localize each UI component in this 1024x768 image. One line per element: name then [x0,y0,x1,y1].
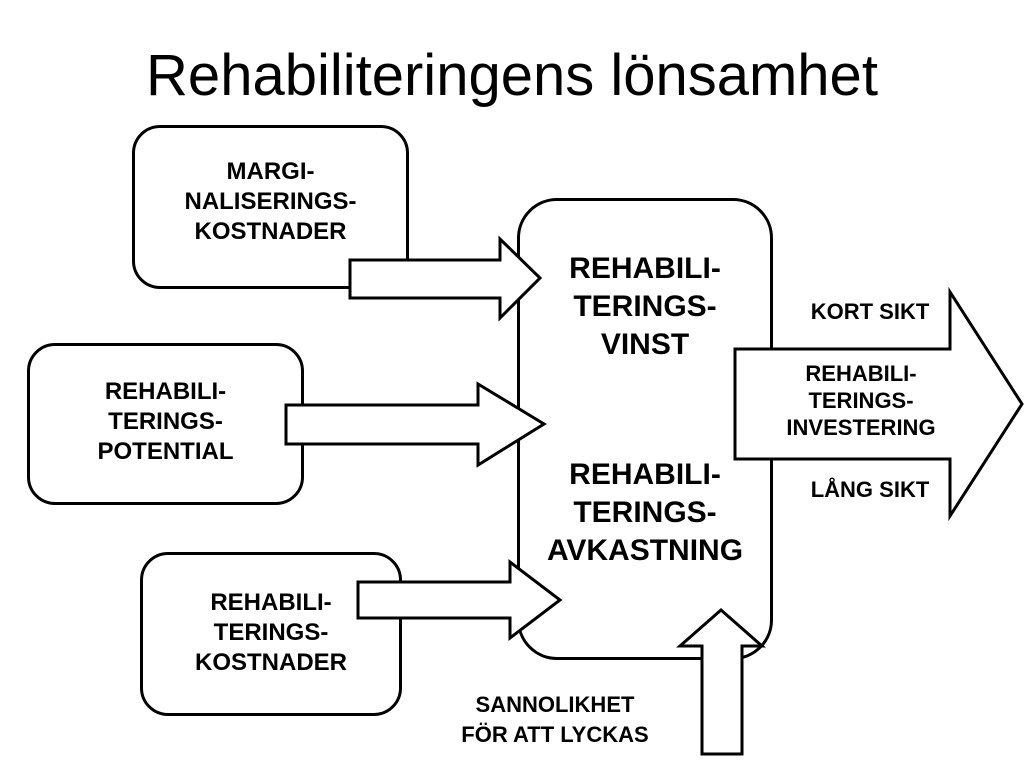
rehab-return-label: REHABILI- TERINGS- AVKASTNING [546,458,744,567]
rehab-potential-box [27,343,304,505]
rehab-costs-label: REHABILI- TERINGS- KOSTNADER [194,589,347,676]
rehab-investment-label: REHABILI- TERINGS- INVESTERING [786,361,936,440]
rehab-profit-label: REHABILI- TERINGS- VINST [569,252,721,361]
rehab-potential-label: REHABILI- TERINGS- POTENTIAL [97,378,234,465]
arrow-potential [284,381,547,468]
arrow-investment [733,286,1024,522]
long-term-label: LÅNG SIKT [810,477,930,502]
arrow-marginalization [348,235,543,322]
rehab-costs-box [140,552,402,716]
probability-of-success-label: SANNOLIKHET FÖR ATT LYCKAS [461,692,649,747]
arrow-costs [356,558,563,642]
page-title: Rehabiliteringens lönsamhet [146,43,878,108]
arrow-probability [676,608,766,756]
marginalization-costs-label: MARGI- NALISERINGS- KOSTNADER [184,158,357,245]
short-term-label: KORT SIKT [810,299,930,324]
